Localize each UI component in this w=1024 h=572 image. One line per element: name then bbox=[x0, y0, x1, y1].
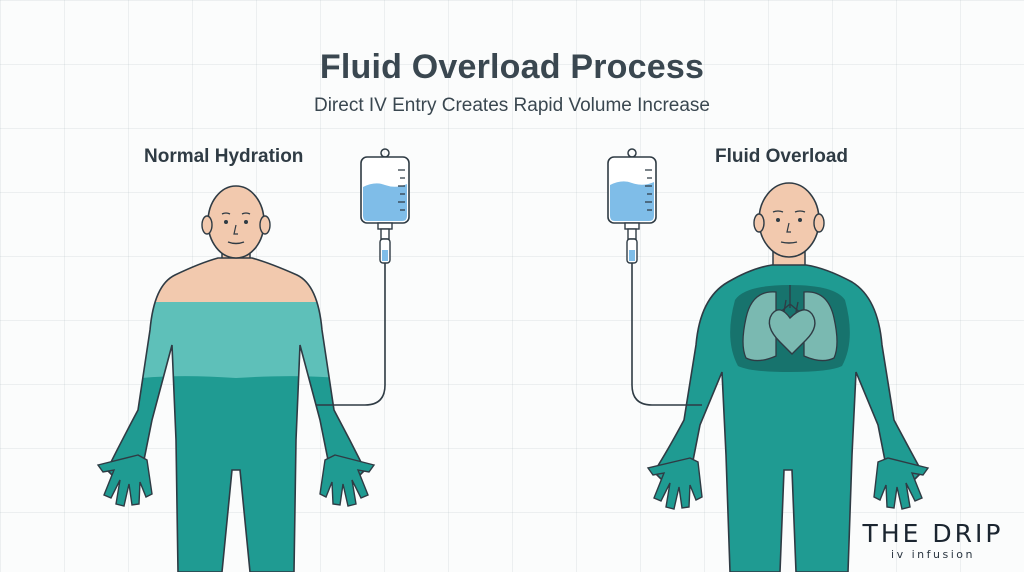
left-hand bbox=[646, 457, 703, 510]
iv-bag-right bbox=[607, 148, 702, 406]
logo-tagline: iv infusion bbox=[891, 548, 975, 561]
iv-fluid-right bbox=[610, 181, 654, 221]
diagram-subtitle: Direct IV Entry Creates Rapid Volume Inc… bbox=[313, 95, 710, 116]
fluid-overload-figure bbox=[646, 182, 930, 572]
right-hand bbox=[873, 457, 930, 510]
heart bbox=[768, 309, 816, 355]
iv-line-left bbox=[316, 263, 386, 406]
iv-bag-left bbox=[316, 148, 410, 406]
normal-hydration-figure bbox=[96, 185, 376, 572]
head bbox=[753, 182, 825, 258]
right-hand bbox=[319, 454, 376, 507]
head bbox=[201, 185, 271, 259]
logo-wordmark: THE DRIP bbox=[862, 519, 1004, 548]
normal-hydration-label: Normal Hydration bbox=[144, 146, 304, 167]
fluid-overload-label: Fluid Overload bbox=[715, 146, 849, 167]
hydrated-body bbox=[107, 258, 365, 572]
iv-fluid-left bbox=[363, 183, 407, 221]
the-drip-logo: THE DRIP iv infusion bbox=[852, 520, 1014, 562]
left-hand bbox=[96, 454, 153, 507]
iv-line-right bbox=[631, 263, 702, 406]
diagram-title: Fluid Overload Process bbox=[319, 48, 705, 86]
